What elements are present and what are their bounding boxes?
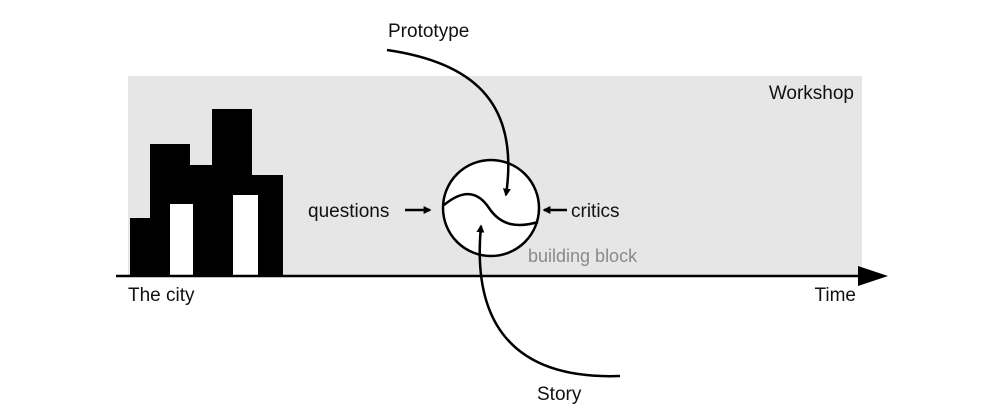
city-window-right bbox=[233, 195, 258, 276]
city-skyline bbox=[130, 109, 283, 276]
time-label: Time bbox=[814, 285, 856, 306]
story-label: Story bbox=[537, 384, 582, 405]
time-axis-arrowhead bbox=[858, 266, 888, 286]
building-block-label: building block bbox=[528, 246, 638, 266]
city-window-left bbox=[170, 204, 193, 276]
prototype-arrow bbox=[386, 48, 511, 197]
questions-label: questions bbox=[308, 201, 389, 222]
critics-label: critics bbox=[571, 201, 620, 222]
prototype-label: Prototype bbox=[388, 21, 469, 42]
building-block-circle bbox=[441, 158, 541, 258]
building-block-wave bbox=[443, 192, 539, 227]
the-city-label: The city bbox=[128, 285, 195, 306]
story-arrow bbox=[476, 224, 621, 378]
workshop-label: Workshop bbox=[769, 83, 854, 104]
